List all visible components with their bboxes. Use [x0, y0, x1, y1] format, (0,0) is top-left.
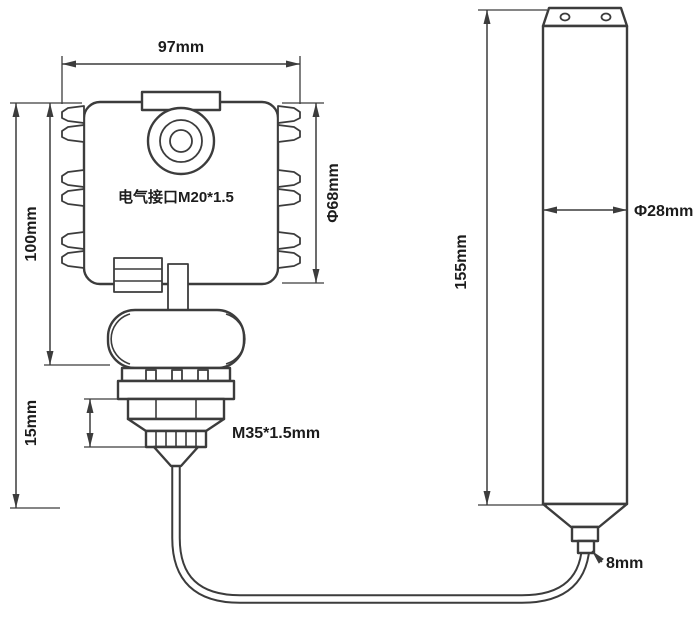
hex-nut: [126, 397, 226, 421]
dim-top-width: 97mm: [61, 39, 301, 104]
dim-housing-height: 100mm: [10, 102, 110, 366]
cooling-fins-left: [61, 105, 85, 269]
dim-probe-dia-label: Φ28mm: [634, 203, 693, 220]
dim-cable-dia: 8mm: [591, 550, 643, 572]
transmitter-housing: [61, 90, 301, 313]
bolt-head: [171, 369, 183, 382]
dim-probe-length-label: 155mm: [453, 234, 470, 289]
dim-cable-dia-label: 8mm: [606, 555, 643, 572]
dim-flange-height: 15mm: [23, 398, 152, 448]
dim-flange-height-label: 15mm: [23, 400, 40, 446]
process-connection: [106, 308, 246, 468]
cable-gland: [152, 445, 200, 468]
terminal-bracket: [113, 257, 189, 313]
probe-body: [541, 24, 629, 506]
flange: [116, 379, 236, 401]
dim-probe-dia: Φ28mm: [543, 203, 693, 220]
nut-chamfer: [126, 417, 226, 433]
dim-housing-dia-label: Φ68mm: [325, 163, 342, 222]
dim-probe-length: 155mm: [453, 9, 547, 506]
dim-overall-height: [10, 103, 60, 509]
bolt-head: [197, 369, 209, 382]
level-probe: [541, 6, 629, 555]
sight-glass-inner: [169, 129, 193, 153]
valve-body: [106, 308, 246, 370]
dim-housing-dia: Φ68mm: [282, 102, 342, 284]
thread-spec-label: M35*1.5mm: [232, 425, 320, 442]
electrical-port-label: 电气接口M20*1.5: [118, 188, 234, 206]
connection-cable: [171, 462, 591, 604]
probe-cable-gland: [576, 539, 596, 555]
dim-housing-height-label: 100mm: [23, 206, 40, 261]
probe-cap: [541, 6, 629, 28]
probe-stub: [570, 525, 600, 543]
dim-top-width-label: 97mm: [158, 39, 204, 56]
cooling-fins-right: [277, 105, 301, 269]
probe-taper: [541, 502, 629, 529]
bolt-head: [145, 369, 157, 382]
cap-hole: [600, 12, 612, 22]
cap-hole: [559, 12, 571, 22]
